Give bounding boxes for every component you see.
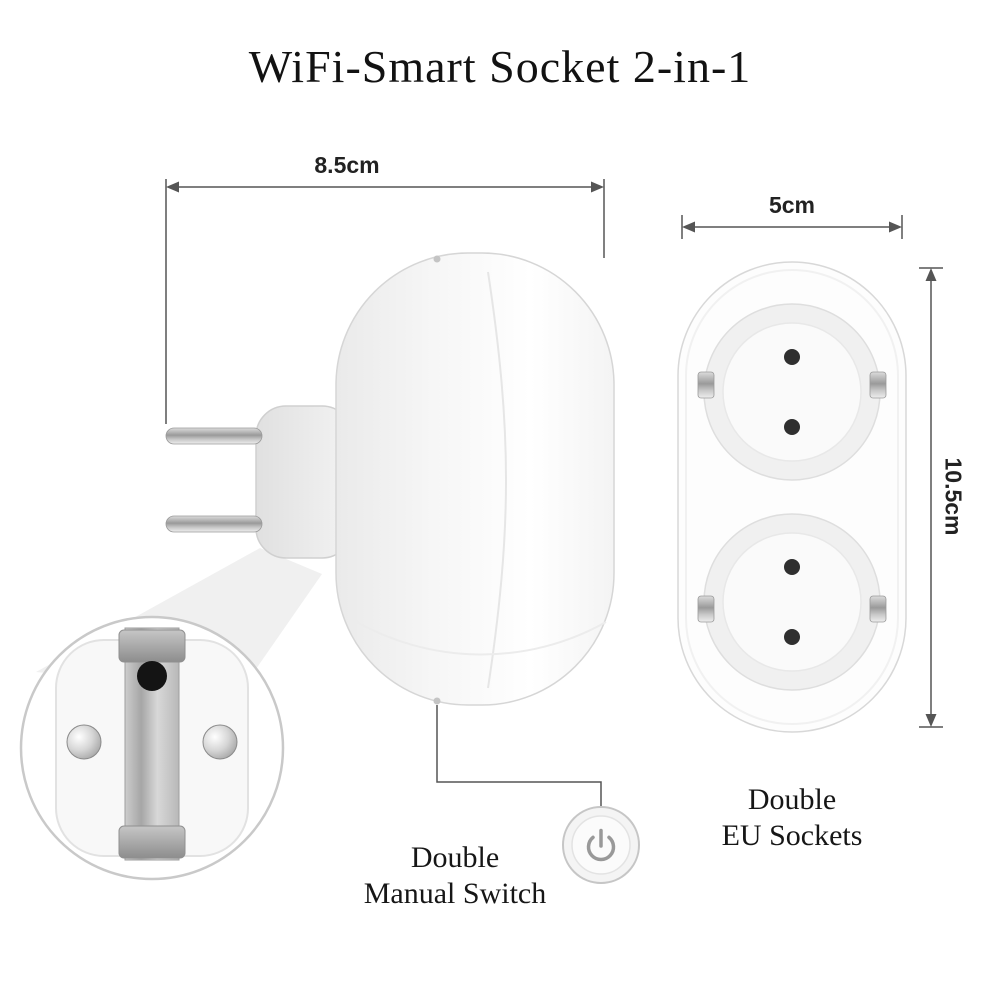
- earth-clip: [697, 595, 715, 623]
- dimension-front-height: [919, 267, 943, 728]
- plug-body-seam: [349, 617, 607, 656]
- pin-hole: [784, 559, 800, 575]
- earth-clip: [869, 371, 887, 399]
- arrowhead-left: [682, 221, 695, 233]
- caption-line: Double: [410, 841, 500, 874]
- dimension-label-front-height: 10.5cm: [940, 457, 967, 536]
- inset-pin-right: [202, 724, 238, 760]
- caption-line: EU Sockets: [721, 819, 863, 852]
- dimension-front-width: [681, 215, 903, 239]
- socket-front-view: [677, 261, 907, 733]
- plug-face-inset: [19, 615, 285, 881]
- power-icon: [562, 806, 640, 884]
- plug-face-edge: [487, 271, 507, 689]
- arrowhead-right: [889, 221, 902, 233]
- plug-pin-top: [165, 427, 263, 445]
- inset-earth-clip-top: [118, 629, 186, 663]
- socket-recess-bottom: [697, 513, 887, 691]
- pin-hole: [784, 419, 800, 435]
- inset-pin-left: [66, 724, 102, 760]
- dimension-side-width: [165, 179, 605, 424]
- arrowhead-left: [166, 181, 179, 193]
- caption-manual-switch: Double Manual Switch: [315, 840, 595, 912]
- arrowhead-right: [591, 181, 604, 193]
- switch-annotation-line: [436, 705, 602, 806]
- socket-body-highlight: [685, 269, 899, 725]
- caption-line: Double: [747, 783, 837, 816]
- plug-side-view: [165, 252, 615, 706]
- socket-recess-top: [697, 303, 887, 481]
- inset-socket-hole: [137, 661, 167, 691]
- plug-pin-bottom: [165, 515, 263, 533]
- arrowhead-bottom: [925, 714, 937, 727]
- inset-earth-clip-bottom: [118, 825, 186, 859]
- earth-clip: [697, 371, 715, 399]
- switch-button-bottom: [433, 697, 441, 705]
- earth-clip: [869, 595, 887, 623]
- plug-body: [335, 252, 615, 706]
- caption-eu-sockets: Double EU Sockets: [652, 782, 932, 854]
- caption-line: Manual Switch: [363, 877, 547, 910]
- pin-hole: [784, 349, 800, 365]
- dimension-label-front-width: 5cm: [768, 192, 816, 218]
- pin-hole: [784, 629, 800, 645]
- dimension-label-side-width: 8.5cm: [314, 152, 380, 178]
- page-title: WiFi-Smart Socket 2-in-1: [248, 41, 752, 92]
- arrowhead-top: [925, 268, 937, 281]
- switch-button-top: [433, 255, 441, 263]
